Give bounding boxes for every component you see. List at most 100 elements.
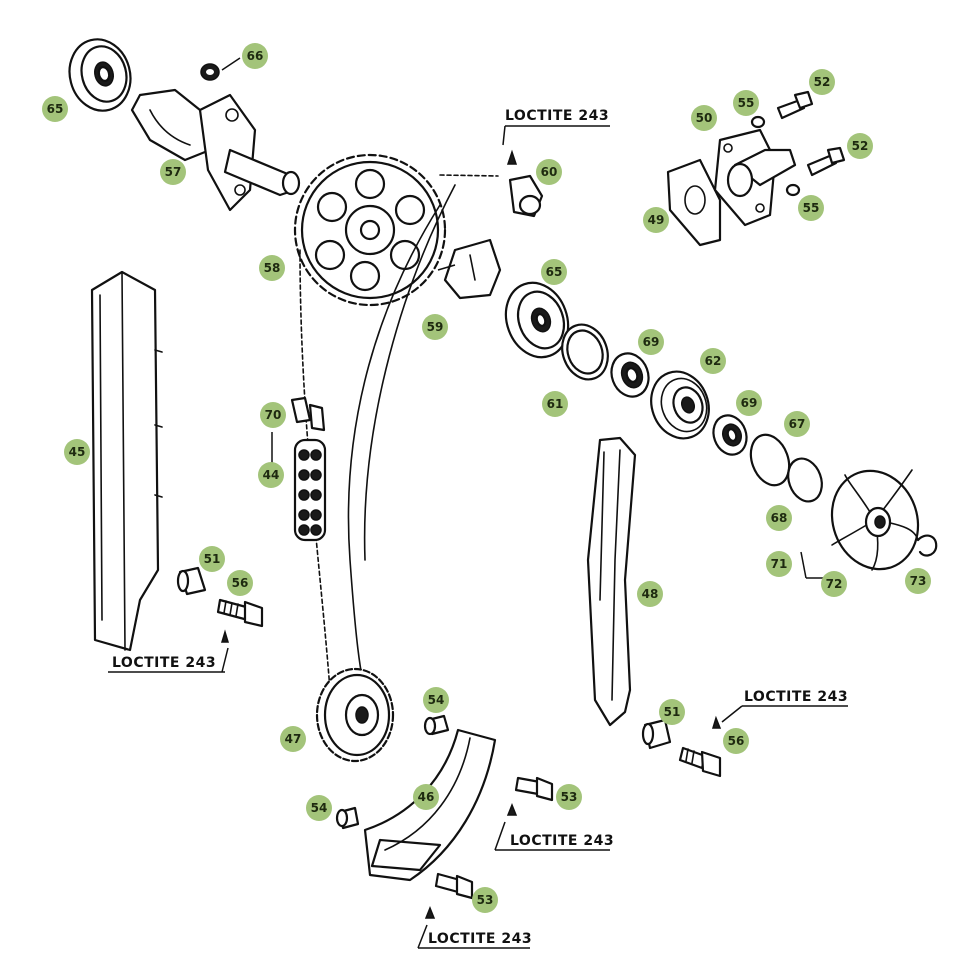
callout-51-left: 51 [199,546,225,572]
callout-60: 60 [536,159,562,185]
bolt-53-bottom [417,872,474,949]
callout-61: 61 [542,391,568,417]
chain-guide-45 [90,270,163,652]
loctite-note-center: LOCTITE 243 [510,833,614,849]
tensioner-50 [713,128,797,227]
bush-51-right [641,718,672,750]
svg-text:46: 46 [418,790,435,804]
svg-text:56: 56 [728,734,745,748]
loctite-note-bottom: LOCTITE 243 [428,931,532,947]
callout-69-left: 69 [638,329,664,355]
chain-guide-48 [586,436,637,727]
svg-text:52: 52 [814,75,831,89]
crankshaft-sprocket-47 [315,667,395,763]
washer-55-right [785,183,801,197]
callout-59: 59 [422,314,448,340]
svg-text:44: 44 [263,468,280,482]
gasket-49 [666,158,722,247]
loctite-note-right: LOCTITE 243 [744,689,848,705]
svg-text:70: 70 [265,408,282,422]
callout-65-top: 65 [42,96,68,122]
svg-text:62: 62 [705,354,722,368]
svg-text:68: 68 [771,511,788,525]
callout-50: 50 [691,105,717,131]
callout-65-center: 65 [541,259,567,285]
callout-49: 49 [643,207,669,233]
callout-44: 44 [258,462,284,488]
tensioner-pad-59 [437,238,502,300]
svg-text:51: 51 [664,705,681,719]
svg-text:54: 54 [311,801,328,815]
camshaft-57 [130,88,301,212]
callout-54-bottom: 54 [306,795,332,821]
svg-text:55: 55 [738,96,755,110]
needle-bearing-69-right [712,414,748,456]
chain-segment-44 [271,432,327,542]
callout-47: 47 [280,726,306,752]
o-ring-67 [749,433,791,487]
callout-54-top: 54 [423,687,449,713]
callout-53-bottom: 53 [472,887,498,913]
svg-text:59: 59 [427,320,444,334]
svg-text:66: 66 [247,49,264,63]
camshaft-sprocket-58 [293,153,447,307]
bolt-53-top [494,776,554,851]
loctite-note-left: LOCTITE 243 [112,655,216,671]
seal-66 [200,57,241,81]
svg-text:51: 51 [204,552,221,566]
callout-56-left: 56 [227,570,253,596]
svg-text:71: 71 [771,557,788,571]
svg-text:56: 56 [232,576,249,590]
bearing-65-center [504,281,570,359]
bearing-65-top [68,38,132,112]
callout-57: 57 [160,159,186,185]
callout-55-top: 55 [733,90,759,116]
shim-61 [561,323,609,381]
callout-72: 72 [821,571,847,597]
svg-text:53: 53 [477,893,494,907]
callout-45: 45 [64,439,90,465]
o-ring-68 [787,457,823,503]
svg-text:54: 54 [428,693,445,707]
svg-text:67: 67 [789,417,806,431]
svg-text:61: 61 [547,397,564,411]
callout-69-right: 69 [736,390,762,416]
callout-70: 70 [260,402,286,428]
svg-text:53: 53 [561,790,578,804]
bush-54-top [423,714,450,736]
svg-text:72: 72 [826,577,843,591]
callout-48: 48 [637,581,663,607]
svg-text:57: 57 [165,165,182,179]
bolt-52-right [806,146,846,177]
loctite-note-leaders [108,125,848,949]
svg-text:50: 50 [696,111,713,125]
callout-68: 68 [766,505,792,531]
callout-55-right: 55 [798,195,824,221]
bolt-56-left [216,598,264,673]
svg-text:73: 73 [910,574,927,588]
svg-text:69: 69 [643,335,660,349]
svg-text:52: 52 [852,139,869,153]
svg-text:60: 60 [541,165,558,179]
callout-66: 66 [242,43,268,69]
svg-text:55: 55 [803,201,820,215]
callout-53-top: 53 [556,784,582,810]
callout-52-right: 52 [847,133,873,159]
svg-text:47: 47 [285,732,302,746]
bolt-52-top [776,90,814,120]
svg-text:49: 49 [648,213,665,227]
svg-text:65: 65 [546,265,563,279]
callout-62: 62 [700,348,726,374]
callout-56-right: 56 [723,728,749,754]
callout-46: 46 [413,784,439,810]
callout-71: 71 [766,551,792,577]
svg-text:65: 65 [47,102,64,116]
needle-bearing-69-left [610,352,650,398]
callout-67: 67 [784,411,810,437]
chain-link-70 [290,396,326,432]
callout-58: 58 [259,255,285,281]
svg-text:58: 58 [264,261,281,275]
svg-text:69: 69 [741,396,758,410]
sprocket-62 [650,370,710,440]
